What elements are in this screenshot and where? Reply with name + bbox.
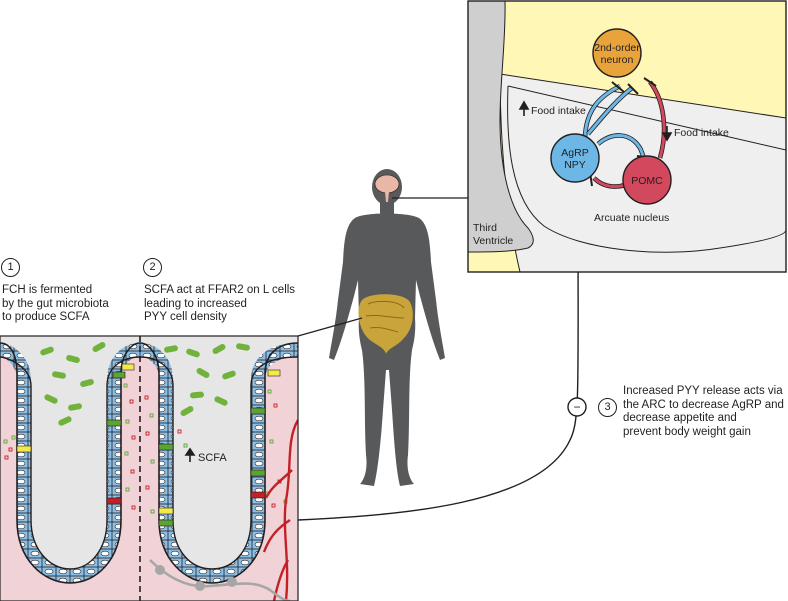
arcuate-nucleus-label: Arcuate nucleus	[594, 212, 669, 224]
bacterium	[40, 346, 54, 356]
second-order-neuron-label: neuron	[601, 54, 634, 66]
pomc-neuron	[622, 155, 672, 205]
step-2-line: PYY cell density	[144, 311, 227, 323]
scfa-up-arrow-icon	[184, 447, 196, 462]
bacterium	[214, 396, 228, 406]
l-cell-green	[112, 371, 126, 379]
step-3-line: Increased PYY release acts via	[623, 385, 783, 397]
bacterium	[222, 370, 236, 380]
step-1-text: FCH is fermented by the gut microbiota t…	[2, 284, 109, 325]
l-cell-red	[250, 491, 266, 499]
gut-panel	[0, 336, 298, 601]
brain-stem	[385, 192, 389, 202]
gut-connector-line	[297, 317, 363, 337]
bacterium	[196, 368, 210, 378]
bacterium	[180, 406, 194, 416]
food-intake-decrease-label: Food intake	[674, 127, 729, 139]
pomc-neuron-label: POMC	[631, 175, 663, 187]
l-cell-green	[250, 469, 266, 477]
step-3-line: decrease appetite and	[623, 412, 737, 424]
bacterium	[236, 343, 250, 351]
step-2-number: 2	[143, 258, 162, 277]
second-order-neuron-label: 2nd-order	[594, 42, 640, 54]
food-intake-up-arrow-icon	[518, 100, 530, 116]
bacterium	[68, 403, 82, 411]
inhibition-circle	[567, 397, 587, 417]
step-1-number: 1	[1, 258, 20, 277]
step-1-line: by the gut microbiota	[2, 297, 109, 310]
blood-vessel	[262, 419, 298, 601]
step-3-line: the ARC to decrease AgRP and	[623, 398, 784, 411]
bacterium	[190, 391, 204, 399]
l-cell-yellow	[121, 363, 135, 371]
step-2-text: SCFA act at FFAR2 on L cells leading to …	[144, 284, 295, 325]
bacterium	[66, 354, 80, 364]
step-2-line: SCFA act at FFAR2 on L cells	[144, 284, 296, 296]
step-1-line: FCH is fermented	[2, 284, 93, 296]
bacteria-group	[40, 342, 250, 426]
agrp-neuron-label: AgRP	[561, 147, 588, 159]
l-cell-green	[158, 519, 174, 527]
food-intake-down-arrow-icon	[661, 126, 673, 142]
second-order-neuron	[592, 28, 642, 78]
l-cell-yellow	[16, 445, 32, 453]
bacterium	[52, 371, 66, 379]
arcuate-nucleus-outline	[507, 85, 786, 253]
third-ventricle-label: Third	[473, 222, 497, 234]
brain-shape	[374, 174, 400, 194]
bacterium	[80, 378, 94, 388]
l-cell-yellow	[158, 507, 174, 515]
step-1-line: to produce SCFA	[2, 311, 90, 323]
step-3-number: 3	[598, 398, 617, 417]
l-cell-green	[158, 443, 174, 451]
bacterium	[186, 348, 200, 358]
food-intake-increase-label: Food intake	[531, 105, 586, 117]
bacterium	[58, 416, 72, 426]
gut-lumen	[0, 336, 298, 582]
l-cell-red	[106, 497, 122, 505]
step-3-text: Increased PYY release acts via the ARC t…	[623, 385, 784, 439]
bacterium	[212, 344, 226, 354]
bacterium	[164, 345, 178, 353]
intestines-organ	[358, 294, 413, 354]
bacterium	[92, 342, 106, 352]
l-cell-yellow	[267, 369, 281, 377]
step-3-line: prevent body weight gain	[623, 425, 751, 438]
agrp-npy-neuron	[550, 133, 600, 183]
npy-neuron-label: NPY	[564, 159, 586, 171]
third-ventricle	[468, 1, 534, 253]
step-2-line: leading to increased	[144, 297, 247, 310]
scfa-label: SCFA	[198, 452, 227, 464]
inhibition-minus-sign: −	[573, 400, 580, 414]
l-cell-green	[250, 407, 266, 415]
third-ventricle-label: Ventricle	[473, 235, 513, 247]
pyy-feedback-curve	[297, 209, 579, 521]
nerve	[149, 559, 291, 601]
bacterium	[44, 394, 58, 404]
l-cell-green	[106, 419, 122, 427]
